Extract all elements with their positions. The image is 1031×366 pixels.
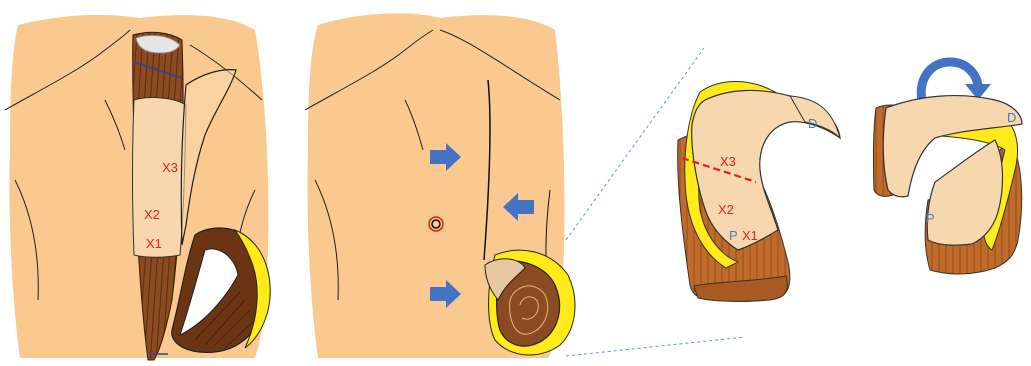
- mark-x3-group: X3: [162, 160, 178, 175]
- panel-2-inset: [305, 13, 575, 358]
- mark-x2: X2: [144, 207, 160, 222]
- panel-4-folded-flap: D P: [873, 62, 1022, 274]
- label-x3-3: X3: [720, 154, 736, 169]
- panel-3-flap-design: D X3 X2 P X1: [678, 82, 840, 302]
- mark-x1-group: X1: [146, 236, 162, 251]
- mark-x1: X1: [146, 236, 162, 251]
- rotation-arrow-icon: [921, 62, 978, 100]
- label-x1-3: X1: [742, 228, 758, 243]
- connector-bottom: [566, 337, 745, 356]
- mark-x3: X3: [162, 160, 178, 175]
- panel-1-flap-harvest: X3 X2 X1: [5, 15, 270, 360]
- label-p-3: P: [729, 228, 738, 243]
- label-d-4: D: [1007, 110, 1016, 125]
- mark-x2-group: X2: [144, 207, 160, 222]
- label-d-3: D: [808, 116, 817, 131]
- label-p-4: P: [926, 211, 935, 226]
- label-x2-3: X2: [718, 202, 734, 217]
- skin-paddle-1: [133, 98, 187, 258]
